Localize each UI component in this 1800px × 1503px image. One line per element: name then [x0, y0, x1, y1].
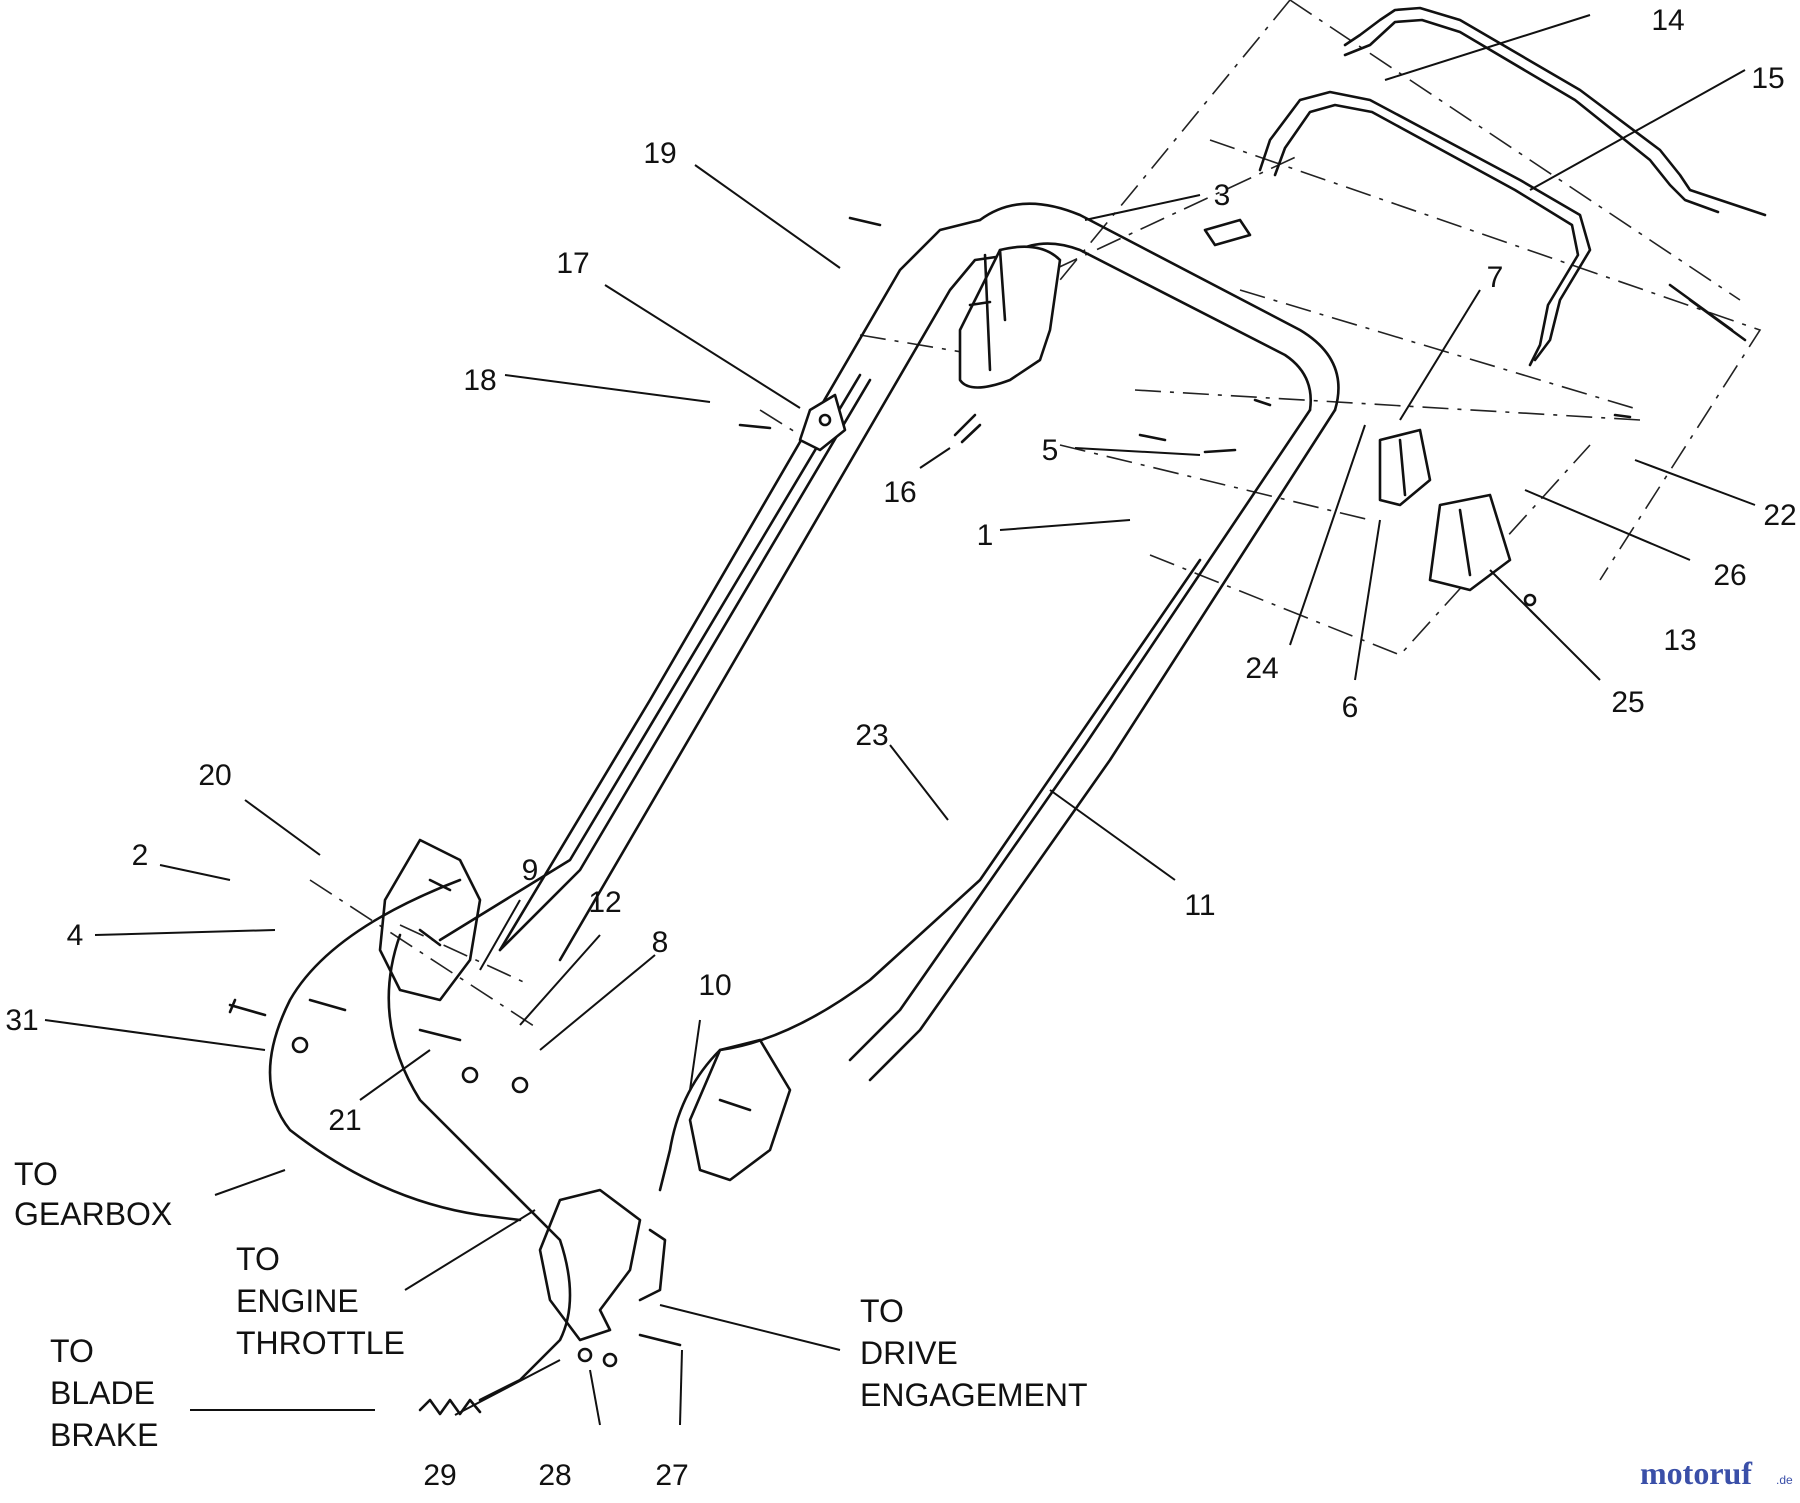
callout-24: 24 [1245, 652, 1278, 685]
callout-7: 7 [1487, 261, 1504, 294]
callout-15: 15 [1751, 62, 1784, 95]
svg-text:TO: TO [236, 1241, 280, 1277]
callout-17: 17 [556, 247, 589, 280]
callout-3: 3 [1214, 179, 1231, 212]
callout-27: 27 [655, 1459, 688, 1492]
callout-5: 5 [1042, 434, 1059, 467]
svg-text:TO: TO [14, 1156, 58, 1192]
callout-13: 13 [1663, 624, 1696, 657]
callout-20: 20 [198, 759, 231, 792]
handle-assembly-drawing [228, 0, 1767, 1416]
leader-lines [44, 14, 1756, 1426]
svg-text:ENGAGEMENT: ENGAGEMENT [860, 1377, 1088, 1413]
watermark-logo: motoruf .de [1640, 1455, 1793, 1491]
callout-21: 21 [328, 1104, 361, 1137]
svg-text:TO: TO [860, 1293, 904, 1329]
svg-text:THROTTLE: THROTTLE [236, 1325, 405, 1361]
watermark-main: motoruf [1640, 1455, 1752, 1491]
callout-10: 10 [698, 969, 731, 1002]
callout-14: 14 [1651, 4, 1684, 37]
callout-29: 29 [423, 1459, 456, 1492]
note-gearbox: TO GEARBOX [14, 1156, 172, 1232]
callout-31: 31 [5, 1004, 38, 1037]
svg-text:BLADE: BLADE [50, 1375, 155, 1411]
callout-labels: 1 2 3 4 5 6 7 8 9 10 11 12 13 14 15 16 1… [5, 4, 1796, 1492]
svg-text:DRIVE: DRIVE [860, 1335, 958, 1371]
callout-16: 16 [883, 476, 916, 509]
callout-1: 1 [977, 519, 994, 552]
svg-text:BRAKE: BRAKE [50, 1417, 158, 1453]
callout-25: 25 [1611, 686, 1644, 719]
callout-19: 19 [643, 137, 676, 170]
callout-4: 4 [67, 919, 84, 952]
callout-26: 26 [1713, 559, 1746, 592]
callout-11: 11 [1184, 889, 1215, 922]
svg-text:TO: TO [50, 1333, 94, 1369]
callout-22: 22 [1763, 499, 1796, 532]
callout-18: 18 [463, 364, 496, 397]
callout-9: 9 [522, 854, 539, 887]
callout-12: 12 [588, 886, 621, 919]
note-engine-throttle: TO ENGINE THROTTLE [236, 1241, 405, 1361]
svg-text:GEARBOX: GEARBOX [14, 1196, 172, 1232]
note-drive-engagement: TO DRIVE ENGAGEMENT [860, 1293, 1088, 1413]
callout-8: 8 [652, 926, 669, 959]
callout-23: 23 [855, 719, 888, 752]
svg-text:ENGINE: ENGINE [236, 1283, 359, 1319]
note-blade-brake: TO BLADE BRAKE [50, 1333, 158, 1453]
watermark-suffix: .de [1776, 1473, 1793, 1487]
callout-28: 28 [538, 1459, 571, 1492]
callout-2: 2 [132, 839, 149, 872]
callout-6: 6 [1342, 691, 1359, 724]
